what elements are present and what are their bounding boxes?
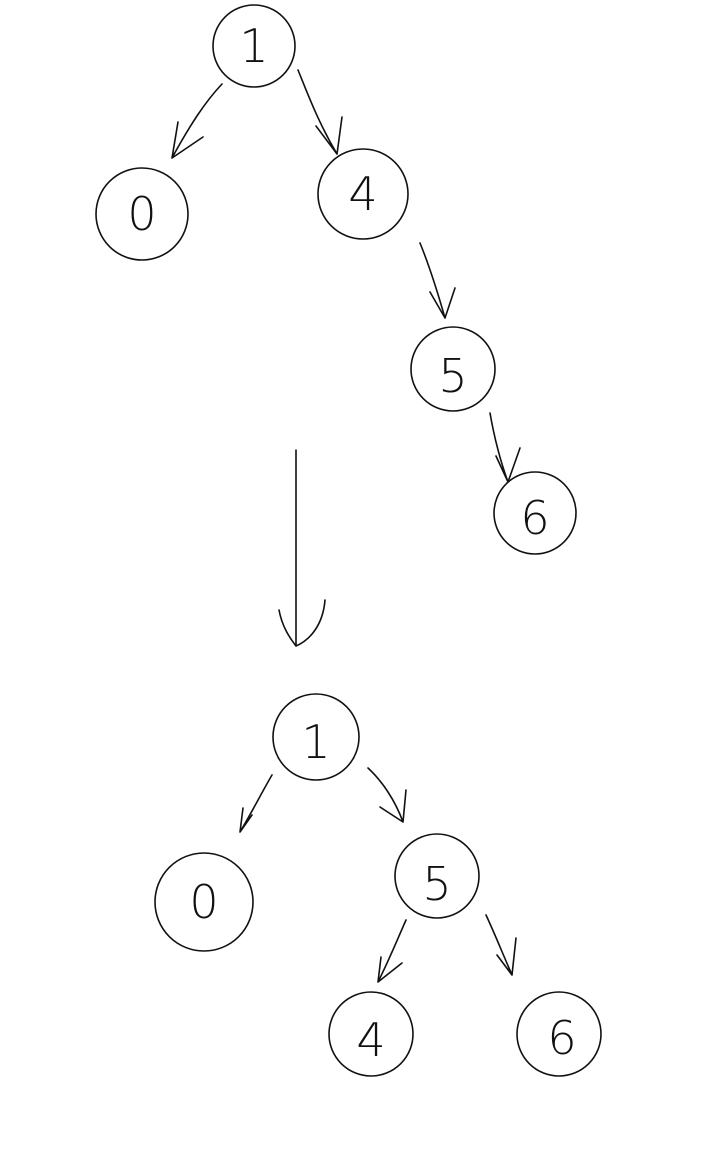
edge-b1-b0-arrow	[171, 83, 223, 159]
edge-a5-a4-arrow	[377, 919, 407, 983]
tree-node: 0	[95, 167, 189, 261]
node-label: 6	[547, 1011, 576, 1065]
edge-b1-b4-arrow	[297, 69, 343, 155]
tree-node: 5	[394, 833, 480, 919]
tree-node: 1	[272, 693, 360, 781]
node-label: 1	[239, 19, 268, 73]
edge-a1-a5-arrow	[367, 767, 407, 823]
node-label: 4	[348, 167, 377, 221]
tree-node: 4	[317, 148, 409, 240]
edge-a1-a0-arrow	[239, 774, 273, 833]
edge-b4-b5-arrow	[419, 242, 456, 319]
tree-node: 4	[328, 991, 414, 1077]
node-label: 6	[520, 491, 549, 545]
node-label: 1	[301, 715, 330, 769]
node-label: 5	[438, 349, 467, 403]
node-label: 0	[127, 187, 156, 241]
edge-a5-a6-arrow	[485, 914, 517, 976]
tree-node: 6	[493, 471, 577, 555]
tree-node: 5	[410, 326, 496, 412]
after-tree: 1 0 5 4 6	[154, 693, 602, 1077]
node-label: 4	[356, 1013, 385, 1067]
transform-arrow	[278, 449, 326, 647]
node-label: 0	[189, 875, 218, 929]
tree-node: 6	[516, 991, 602, 1077]
edge-b5-b6-arrow	[489, 412, 521, 483]
tree-node: 1	[212, 4, 296, 88]
node-label: 5	[422, 857, 451, 911]
before-tree: 1 0 4 5 6	[95, 4, 577, 555]
tree-node: 0	[154, 852, 254, 952]
